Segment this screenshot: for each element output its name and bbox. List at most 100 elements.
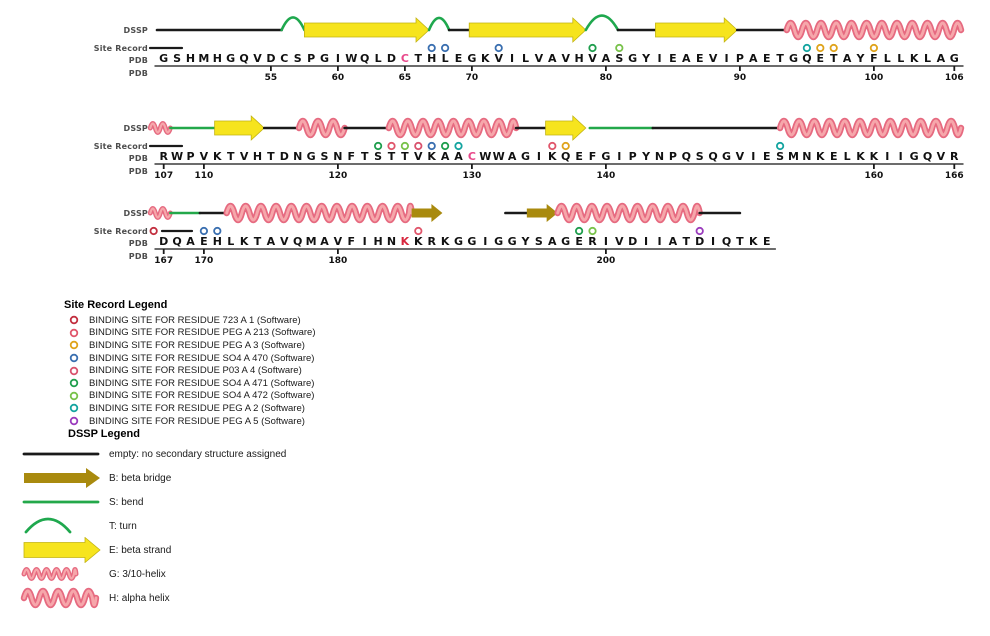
site-legend-marker-icon: [69, 366, 79, 375]
residue-letter: R: [950, 150, 959, 163]
residue-letter: H: [373, 235, 382, 248]
dssp-turn-arc: [584, 14, 620, 32]
residue-letter: E: [696, 52, 704, 65]
bridge-symbol-icon: [24, 468, 100, 488]
site-marker: [548, 141, 557, 151]
site-legend-marker-icon: [69, 341, 79, 350]
residue-letter: E: [763, 150, 771, 163]
dssp-legend-item-label: S: bend: [109, 496, 144, 508]
residue-letter: M: [306, 235, 317, 248]
site-marker: [427, 43, 436, 53]
residue-letter: E: [575, 235, 583, 248]
residue-letter: G: [307, 150, 316, 163]
residue-letter: I: [537, 150, 541, 163]
turn-symbol-icon: [24, 517, 72, 534]
residue-letter: A: [548, 235, 557, 248]
pdb-numbering-track-label: PDB: [129, 252, 148, 261]
dssp-310-helix-inner: [149, 207, 172, 219]
residue-letter: L: [442, 52, 449, 65]
site-legend-item: BINDING SITE FOR RESIDUE SO4 A 471 (Soft…: [64, 377, 315, 390]
residue-letter: H: [186, 52, 195, 65]
site-marker: [454, 141, 463, 151]
residue-letter: E: [817, 52, 825, 65]
site-legend-item: BINDING SITE FOR RESIDUE PEG A 2 (Softwa…: [64, 402, 315, 415]
dssp-legend-item: G: 3/10-helix: [12, 562, 286, 586]
residue-letter: G: [628, 52, 637, 65]
legend-alpha-helix-wave-icon-inner: [22, 589, 98, 607]
residue-letter: Y: [641, 52, 651, 65]
residue-letter: F: [589, 150, 597, 163]
residue-letter: K: [856, 150, 865, 163]
residue-letter: H: [574, 52, 583, 65]
site-legend-marker-icon: [69, 316, 79, 325]
site-record-track-label: Site Record: [94, 227, 148, 236]
residue-letter: A: [548, 52, 557, 65]
residue-letter: V: [414, 150, 423, 163]
residue-letter: S: [173, 52, 181, 65]
residue-letter: K: [441, 235, 450, 248]
dssp-legend-item: T: turn: [12, 514, 286, 538]
site-legend-marker-icon: [69, 379, 79, 388]
residue-letter: T: [254, 235, 262, 248]
site-marker: [373, 141, 383, 151]
residue-letter: P: [736, 52, 744, 65]
site-legend-marker-icon: [69, 391, 79, 401]
residue-letter: I: [617, 150, 621, 163]
dssp-beta-bridge-arrow: [526, 204, 558, 222]
residue-number: 55: [265, 73, 278, 83]
site-marker: [414, 226, 423, 236]
residue-letter: V: [334, 235, 343, 248]
residue-letter: S: [696, 150, 704, 163]
site-marker: [695, 226, 704, 236]
residue-letter: T: [388, 150, 396, 163]
dssp-alpha-helix-inner: [297, 119, 347, 137]
residue-letter: T: [736, 235, 744, 248]
dssp-track-label: DSSP: [124, 26, 148, 35]
residue-letter: N: [387, 235, 396, 248]
dssp-legend-item-label: T: turn: [109, 520, 137, 532]
site-marker: [802, 43, 812, 53]
residue-letter: I: [363, 235, 367, 248]
dssp-legend-item: S: bend: [12, 490, 286, 514]
residue-number: 120: [329, 171, 348, 181]
residue-letter: G: [494, 235, 503, 248]
residue-letter: G: [320, 52, 329, 65]
site-marker: [199, 226, 208, 236]
site-marker: [414, 141, 423, 151]
residue-letter: I: [644, 235, 648, 248]
residue-letter: G: [561, 235, 570, 248]
site-marker: [149, 226, 158, 236]
site-legend-marker-icon: [69, 416, 79, 426]
site-record-track-label: Site Record: [94, 44, 148, 53]
residue-letter: L: [375, 52, 382, 65]
residue-letter: N: [655, 150, 664, 163]
residue-letter: A: [682, 52, 691, 65]
residue-letter: A: [669, 235, 678, 248]
residue-letter: Q: [561, 150, 570, 163]
helix-symbol-icon: [20, 587, 100, 609]
residue-number: 200: [597, 256, 616, 266]
dssp-alpha-helix-inner: [387, 119, 518, 137]
residue-letter: C: [468, 150, 476, 163]
residue-letter: A: [320, 235, 329, 248]
site-marker: [588, 226, 597, 236]
legend-turn-arc-icon: [24, 517, 72, 534]
residue-letter: H: [213, 52, 222, 65]
residue-letter: Q: [682, 150, 691, 163]
site-legend-item-label: BINDING SITE FOR RESIDUE SO4 A 472 (Soft…: [89, 390, 315, 402]
dssp-alpha-helix-inner: [785, 21, 963, 39]
site-legend-item: BINDING SITE FOR RESIDUE PEG A 3 (Softwa…: [64, 339, 315, 352]
residue-letter: V: [253, 52, 262, 65]
residue-letter: I: [899, 150, 903, 163]
residue-letter: V: [937, 150, 946, 163]
residue-number: 167: [154, 256, 173, 266]
residue-letter: A: [267, 235, 276, 248]
dssp-beta-strand-arrow: [468, 17, 587, 43]
